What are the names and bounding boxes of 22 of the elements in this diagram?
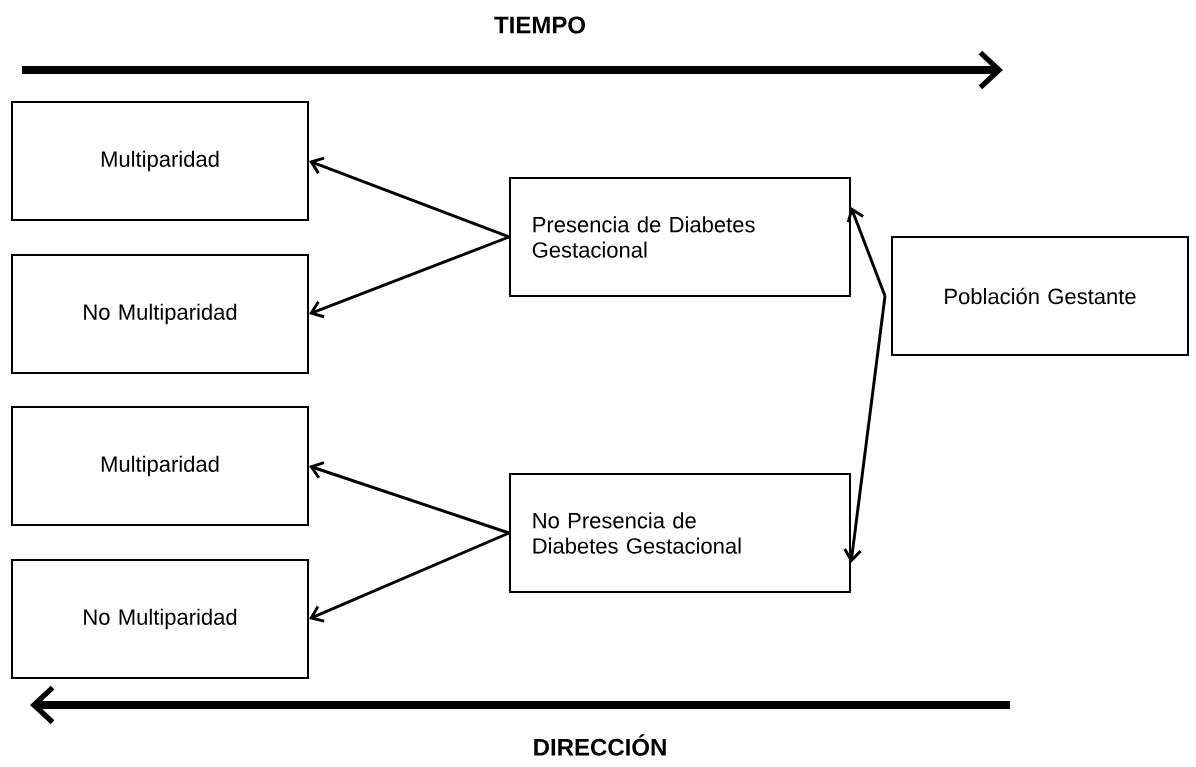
process-box [891, 236, 1189, 356]
node-text: Presencia de Diabetes Gestacional [532, 216, 755, 258]
node-text: Multiparidad [101, 150, 219, 172]
node-text: No Multiparidad [84, 608, 237, 630]
arrow [846, 207, 887, 297]
process-box [11, 559, 309, 679]
node-text: Población Gestante [945, 287, 1136, 305]
arrow [309, 156, 510, 239]
node-text: No Presencia de Diabetes Gestacional [533, 512, 741, 554]
arrow [843, 295, 887, 563]
process-box [11, 254, 309, 374]
process-box [509, 177, 851, 297]
arrow [309, 531, 510, 623]
node-text: Multiparidad [101, 455, 219, 477]
arrow [309, 235, 510, 319]
axis-label: TIEMPO [494, 16, 585, 34]
axis-label: DIRECCIÓN [534, 734, 666, 756]
arrow [309, 461, 510, 535]
process-box [11, 101, 309, 221]
process-box [509, 473, 851, 593]
process-box [11, 406, 309, 526]
node-text: No Multiparidad [84, 303, 237, 325]
